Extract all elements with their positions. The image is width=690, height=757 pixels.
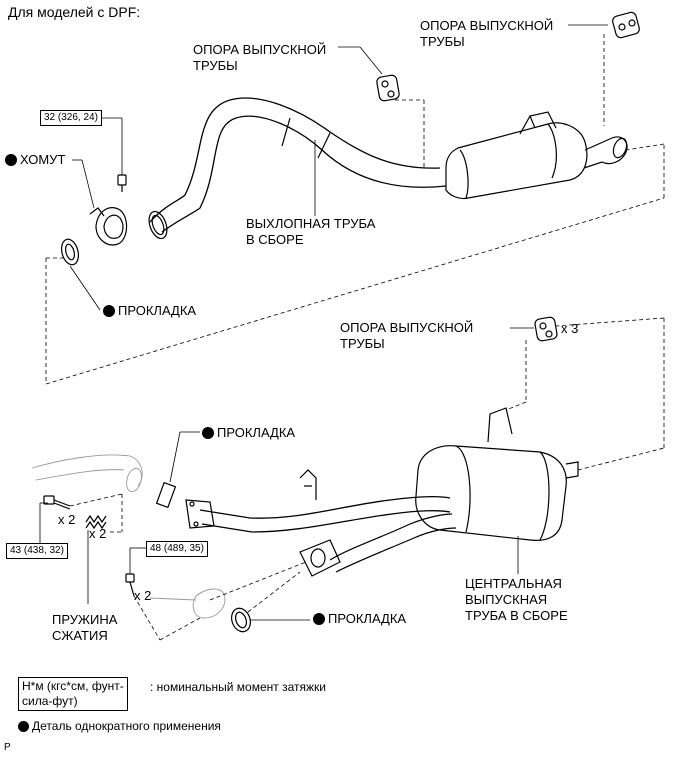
compression-spring-line1: ПРУЖИНА: [52, 612, 118, 627]
single-use-dot: [5, 154, 17, 166]
support-middle-line2: ТРУБЫ: [340, 336, 385, 351]
support-top-right-line1: ОПОРА ВЫПУСКНОЙ: [420, 18, 554, 33]
central-pipe-assembly: [185, 407, 579, 577]
support-left-label: ОПОРА ВЫПУСКНОЙ ТРУБЫ: [193, 42, 326, 74]
center-pipe-label: ЦЕНТРАЛЬНАЯ ВЫПУСКНАЯ ТРУБА В СБОРЕ: [465, 576, 568, 624]
clamp-label: ХОМУТ: [5, 152, 65, 168]
center-pipe-line3: ТРУБА В СБОРЕ: [465, 608, 568, 623]
legend-torque-line2: сила-фут): [22, 694, 78, 708]
clamp-bolt: [117, 174, 127, 192]
gasket-bottom-label: ПРОКЛАДКА: [313, 611, 406, 627]
exhaust-pipe-label: ВЫХЛОПНАЯ ТРУБА В СБОРЕ: [246, 216, 375, 248]
exhaust-pipe-line1: ВЫХЛОПНАЯ ТРУБА: [246, 216, 376, 231]
clamp-text: ХОМУТ: [20, 152, 66, 167]
torque-bolt-right: 48 (489, 35): [146, 541, 208, 557]
page-title: Для моделей с DPF:: [8, 4, 141, 20]
support-top-right-label: ОПОРА ВЫПУСКНОЙ ТРУБЫ: [420, 18, 553, 50]
legend-single-use: Деталь однократного применения: [18, 718, 221, 734]
torque-bolt-left: 43 (438, 32): [6, 543, 68, 559]
support-middle-label: ОПОРА ВЫПУСКНОЙ ТРУБЫ: [340, 320, 473, 352]
legend-single-use-text: Деталь однократного применения: [32, 719, 221, 733]
bolt-right-qty: x 2: [134, 588, 152, 603]
gasket-mid-text: ПРОКЛАДКА: [217, 425, 296, 440]
support-left-line1: ОПОРА ВЫПУСКНОЙ: [193, 42, 327, 57]
hanger-middle: [534, 316, 558, 342]
spring-qty: x 2: [89, 526, 107, 541]
gasket-bottom-part: [230, 607, 252, 633]
gasket-top-label: ПРОКЛАДКА: [103, 303, 196, 319]
single-use-dot: [18, 721, 29, 732]
center-pipe-line2: ВЫПУСКНАЯ: [465, 592, 548, 607]
hanger-left: [376, 74, 400, 102]
upper-exhaust-pipe: [148, 97, 628, 240]
legend-torque-desc: : номинальный момент затяжки: [150, 680, 326, 694]
torque-clamp-bolt: 32 (326, 24): [40, 110, 102, 126]
gasket-mid-label: ПРОКЛАДКА: [202, 425, 295, 441]
gasket-bottom-text: ПРОКЛАДКА: [328, 611, 407, 626]
legend-torque-box: Н*м (кгс*см, фунт- сила-фут): [18, 677, 128, 711]
bolt-left-qty: x 2: [58, 512, 76, 527]
clamp-part: [89, 207, 128, 246]
compression-spring-label: ПРУЖИНА СЖАТИЯ: [52, 612, 117, 644]
gasket-mid-part: [155, 481, 177, 509]
hanger-top-right: [612, 11, 640, 39]
support-middle-line1: ОПОРА ВЫПУСКНОЙ: [340, 320, 474, 335]
single-use-dot: [202, 427, 214, 439]
ghost-bracket: [149, 588, 226, 619]
exhaust-pipe-line2: В СБОРЕ: [246, 232, 304, 247]
support-left-line2: ТРУБЫ: [193, 58, 238, 73]
gasket-top-part: [60, 238, 80, 266]
bolt-right-part: [125, 573, 135, 597]
ghost-front-pipe: [31, 454, 143, 493]
legend-torque-line1: Н*м (кгс*см, фунт-: [22, 679, 124, 693]
single-use-dot: [313, 613, 325, 625]
single-use-dot: [103, 305, 115, 317]
figure-code: P: [4, 742, 11, 753]
support-middle-qty: x 3: [561, 321, 579, 336]
compression-spring-line2: СЖАТИЯ: [52, 628, 108, 643]
center-pipe-line1: ЦЕНТРАЛЬНАЯ: [465, 576, 562, 591]
spring-part: [85, 514, 107, 530]
bolt-left-part: [43, 495, 71, 510]
gasket-top-text: ПРОКЛАДКА: [118, 303, 197, 318]
support-top-right-line2: ТРУБЫ: [420, 34, 465, 49]
